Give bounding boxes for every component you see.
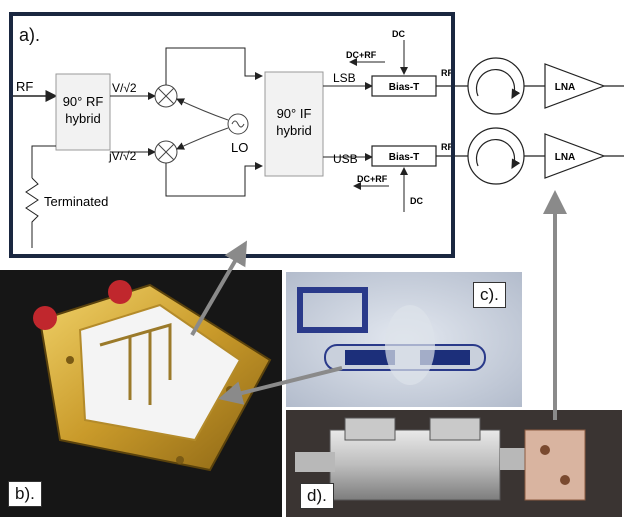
panel-label-d: d). bbox=[300, 483, 334, 509]
photo-lna-module bbox=[286, 410, 622, 517]
mixer-upper bbox=[154, 84, 178, 108]
circulator-upper bbox=[467, 57, 525, 115]
circulator-lower bbox=[467, 127, 525, 185]
bias-t-upper-label: Bias-T bbox=[389, 82, 420, 93]
upper-branch-label: V/√2 bbox=[112, 81, 137, 95]
rf-hybrid-block bbox=[55, 73, 111, 151]
rf-out-lower-label: RF bbox=[441, 142, 453, 152]
panel-label-a: a). bbox=[17, 25, 43, 46]
lna-upper-label: LNA bbox=[555, 82, 576, 93]
panel-label-b: b). bbox=[8, 481, 42, 507]
rf-out-upper-label: RF bbox=[441, 68, 453, 78]
arrow-b-to-a bbox=[190, 240, 248, 337]
lna-lower: LNA bbox=[544, 133, 624, 179]
lna-lower-label: LNA bbox=[555, 152, 576, 163]
lower-branch-label: jV/√2 bbox=[108, 149, 137, 163]
usb-label: USB bbox=[333, 152, 358, 166]
if-hybrid-label-1: 90° IF bbox=[277, 106, 312, 121]
dc-rf-upper-label: DC+RF bbox=[346, 50, 377, 60]
arrow-c-to-b bbox=[218, 366, 343, 405]
mixer-lower bbox=[154, 140, 178, 164]
rf-hybrid-label-2: hybrid bbox=[65, 111, 100, 126]
diagram-panel: RF 90° RF hybrid Terminated V/√2 jV/√2 bbox=[11, 14, 453, 256]
termination-resistor bbox=[25, 177, 39, 248]
rf-hybrid-label-1: 90° RF bbox=[63, 94, 104, 109]
bias-t-upper: Bias-T DC DC+RF RF bbox=[346, 29, 453, 97]
rf-input-label: RF bbox=[16, 79, 33, 94]
lsb-label: LSB bbox=[333, 71, 356, 85]
terminated-label: Terminated bbox=[44, 194, 108, 209]
dc-lower-label: DC bbox=[410, 196, 423, 206]
dc-upper-label: DC bbox=[392, 29, 405, 39]
bias-t-lower-label: Bias-T bbox=[389, 152, 420, 163]
if-hybrid-label-2: hybrid bbox=[276, 123, 311, 138]
lna-upper: LNA bbox=[544, 63, 624, 109]
panel-label-c: c). bbox=[473, 282, 506, 308]
lo-label: LO bbox=[231, 140, 248, 155]
dc-rf-lower-label: DC+RF bbox=[357, 174, 388, 184]
bias-t-lower: Bias-T DC+RF DC RF bbox=[353, 142, 453, 212]
if-hybrid-block bbox=[264, 71, 324, 177]
